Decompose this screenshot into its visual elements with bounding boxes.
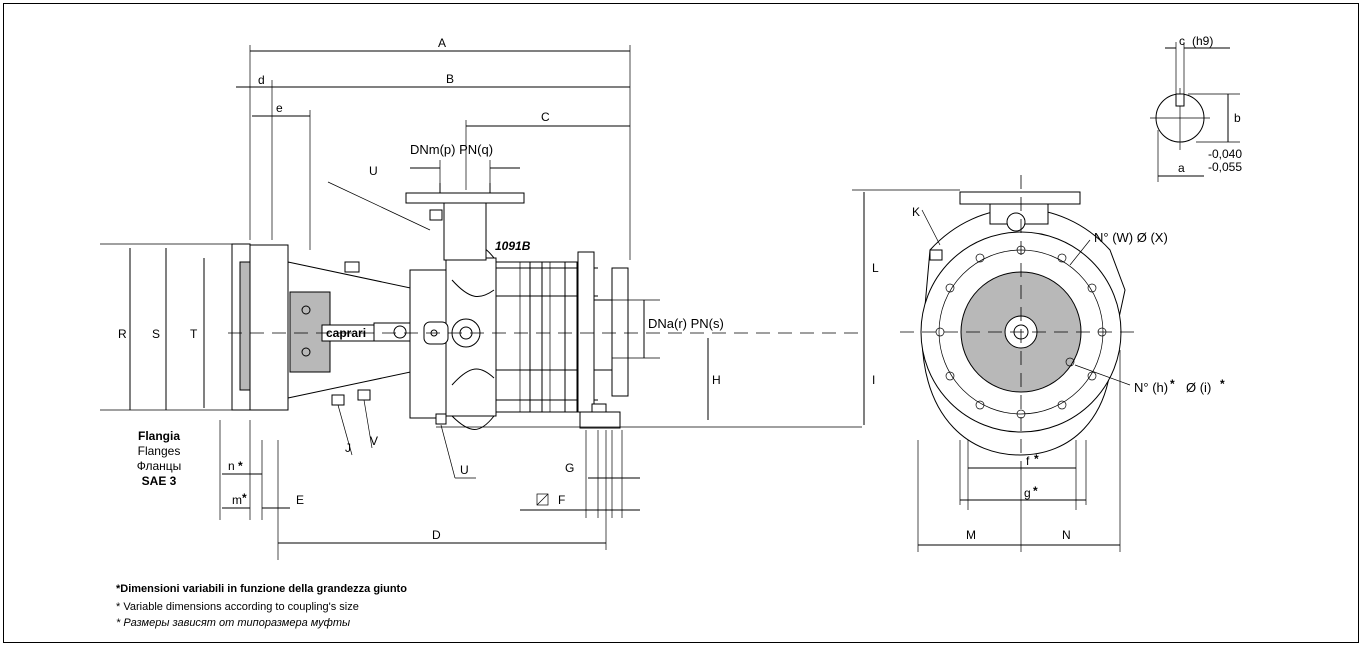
dim-m-star: * bbox=[242, 491, 247, 505]
discharge-flange bbox=[959, 191, 1081, 205]
note-italian: *Dimensioni variabili in funzione della … bbox=[116, 583, 407, 595]
dim-c: c bbox=[1179, 34, 1185, 48]
drawing-frame bbox=[3, 3, 1359, 643]
note-english: * Variable dimensions according to coupl… bbox=[116, 601, 359, 613]
dim-R: R bbox=[118, 327, 127, 341]
dim-K: K bbox=[912, 205, 920, 219]
dim-F: F bbox=[558, 493, 565, 507]
dim-L: L bbox=[872, 261, 879, 275]
dimension-labels: A B C d e DNm(p) PN(q) U 1091B R S T DNa… bbox=[118, 34, 1242, 542]
tol-upper: -0,040 bbox=[1208, 147, 1242, 161]
dim-b: b bbox=[1234, 111, 1241, 125]
dim-D: D bbox=[432, 528, 441, 542]
suction-neck bbox=[443, 199, 487, 261]
dimension-lines bbox=[100, 45, 709, 560]
dim-g: g bbox=[1024, 486, 1031, 500]
flange-title-en: Flanges bbox=[137, 444, 181, 458]
dim-d: d bbox=[258, 73, 265, 87]
bell-housing-flange bbox=[249, 244, 289, 411]
dim-V: V bbox=[370, 434, 378, 448]
dim-E: E bbox=[296, 493, 304, 507]
dim-N: N bbox=[1062, 528, 1071, 542]
dim-C: C bbox=[541, 110, 550, 124]
dim-U-bottom: U bbox=[460, 463, 469, 477]
square-icon bbox=[536, 493, 549, 506]
dim-H: H bbox=[712, 373, 721, 387]
holes-w-label: N° (W) Ø (X) bbox=[1094, 230, 1168, 245]
dim-M: M bbox=[966, 528, 976, 542]
pump-front-view bbox=[900, 175, 1140, 470]
holes-i-label: Ø (i) bbox=[1186, 380, 1211, 395]
tol-lower: -0,055 bbox=[1208, 160, 1242, 174]
dim-A: A bbox=[438, 36, 446, 50]
dim-J: J bbox=[345, 441, 351, 455]
dn-delivery-label: DNa(r) PN(s) bbox=[648, 316, 724, 331]
note-russian: * Размеры зависят от типоразмера муфты bbox=[116, 617, 351, 629]
holes-i-star: * bbox=[1220, 377, 1225, 391]
flange-type: SAE 3 bbox=[141, 474, 177, 488]
suction-flange bbox=[405, 192, 525, 204]
coupling-hub bbox=[289, 291, 331, 373]
dim-T: T bbox=[190, 327, 198, 341]
dim-e: e bbox=[276, 101, 283, 115]
dim-f-star: * bbox=[1034, 452, 1039, 466]
holes-h-label: N° (h) bbox=[1134, 380, 1168, 395]
dim-G: G bbox=[565, 461, 574, 475]
dim-m: m bbox=[232, 493, 242, 507]
dn-suction-label: DNm(p) PN(q) bbox=[410, 142, 493, 157]
dim-h9: (h9) bbox=[1192, 34, 1213, 48]
dim-B: B bbox=[446, 72, 454, 86]
model-label: 1091B bbox=[495, 239, 531, 253]
delivery-casing bbox=[577, 251, 595, 413]
flange-legend: Flangia Flanges Фланцы SAE 3 bbox=[104, 429, 214, 489]
holes-h-star: * bbox=[1170, 377, 1175, 391]
pump-foot bbox=[579, 411, 621, 429]
dim-n-star: * bbox=[238, 459, 243, 473]
dim-g-star: * bbox=[1033, 484, 1038, 498]
dim-f: f bbox=[1026, 454, 1030, 468]
dim-S: S bbox=[152, 327, 160, 341]
dim-n: n bbox=[228, 459, 235, 473]
pump-side-view: caprari bbox=[228, 183, 862, 430]
flange-title-ru: Фланцы bbox=[136, 459, 182, 473]
dim-U-top: U bbox=[369, 164, 378, 178]
delivery-flange bbox=[611, 267, 629, 397]
dim-I: I bbox=[872, 373, 875, 387]
shaft-end-detail bbox=[1150, 42, 1240, 182]
flange-title-it: Flangia bbox=[137, 429, 180, 443]
dim-a: a bbox=[1178, 161, 1185, 175]
front-dimension-lines bbox=[852, 189, 1131, 552]
